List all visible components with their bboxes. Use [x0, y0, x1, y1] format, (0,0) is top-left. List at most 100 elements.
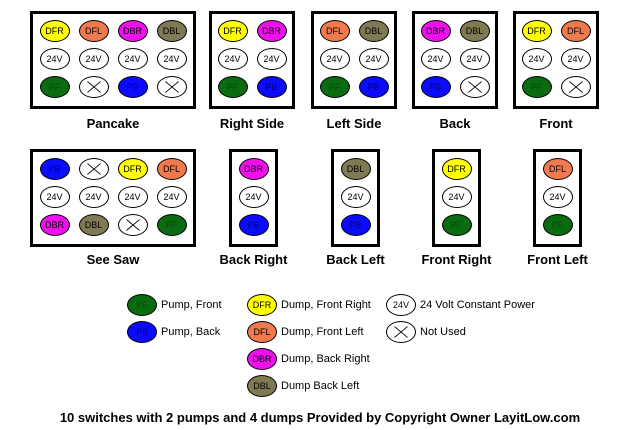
- switch-code: 24V: [326, 54, 343, 64]
- dfl-switch-icon: DFL: [560, 20, 591, 42]
- footer-credit: 10 switches with 2 pumps and 4 dumps Pro…: [59, 410, 581, 425]
- pf-switch-icon: PF: [441, 214, 472, 236]
- 24v-switch-icon: 24V: [441, 186, 472, 208]
- pb-switch-icon: PB: [358, 76, 389, 98]
- config-label: See Saw: [86, 252, 140, 267]
- pf-switch-icon: PF: [156, 214, 187, 236]
- 24v-switch-icon: 24V: [217, 48, 248, 70]
- switch-code: 24V: [245, 192, 262, 202]
- switch-code: 24V: [46, 54, 63, 64]
- dbl-switch-icon: DBL: [78, 214, 109, 236]
- legend-text: Dump Back Left: [281, 380, 360, 392]
- switch-code: PF: [328, 82, 341, 92]
- 24v-switch-icon: 24V: [358, 48, 389, 70]
- pf-switch-icon: PF: [217, 76, 248, 98]
- switch-code: DBR: [122, 26, 142, 36]
- config-label: Front Right: [421, 252, 492, 267]
- switch-code: 24V: [347, 192, 364, 202]
- switch-code: PB: [349, 220, 362, 230]
- switch-code: 24V: [448, 192, 465, 202]
- pf-switch-icon: PF: [542, 214, 573, 236]
- switch-code: 24V: [427, 54, 444, 64]
- 24v-switch-icon: 24V: [117, 186, 148, 208]
- switch-code: PB: [265, 82, 278, 92]
- dfr-switch-icon: DFR: [441, 158, 472, 180]
- config-box-back: DBR DBL 24V 24V PB: [412, 11, 498, 109]
- 24v-switch-icon: 24V: [256, 48, 287, 70]
- switch-code: 24V: [163, 192, 180, 202]
- config-label: Back Left: [326, 252, 385, 267]
- config-label: Back Right: [219, 252, 288, 267]
- not-used-icon: [117, 214, 148, 236]
- switch-code: DBR: [243, 164, 263, 174]
- switch-code: DBR: [44, 220, 64, 230]
- switch-code: 24V: [46, 192, 63, 202]
- 24v-switch-icon: 24V: [459, 48, 490, 70]
- pb-switch-icon: PB: [238, 214, 269, 236]
- legend-text: Dump, Front Left: [281, 326, 364, 338]
- dfl-switch-icon: DFL: [247, 321, 277, 343]
- switch-code: DBR: [252, 354, 272, 364]
- switch-code: DBL: [84, 220, 103, 230]
- dbr-switch-icon: DBR: [117, 20, 148, 42]
- 24v-switch-icon: 24V: [386, 294, 416, 316]
- switch-code: 24V: [224, 54, 241, 64]
- switch-code: PB: [135, 327, 148, 337]
- dbr-switch-icon: DBR: [256, 20, 287, 42]
- switch-code: DBR: [425, 26, 445, 36]
- switch-code: PB: [247, 220, 260, 230]
- switch-code: DFR: [45, 26, 64, 36]
- legend-text: Not Used: [420, 326, 466, 338]
- dfr-switch-icon: DFR: [521, 20, 552, 42]
- dfl-switch-icon: DFL: [156, 158, 187, 180]
- pb-switch-icon: PB: [127, 321, 157, 343]
- switch-code: PB: [48, 164, 61, 174]
- pb-switch-icon: PB: [340, 214, 371, 236]
- switch-code: DFL: [162, 164, 180, 174]
- switch-code: PB: [126, 82, 139, 92]
- switch-code: PF: [136, 300, 148, 310]
- dfr-switch-icon: DFR: [117, 158, 148, 180]
- dbr-switch-icon: DBR: [420, 20, 451, 42]
- 24v-switch-icon: 24V: [156, 48, 187, 70]
- 24v-switch-icon: 24V: [340, 186, 371, 208]
- pf-switch-icon: PF: [319, 76, 350, 98]
- switch-code: DFR: [223, 26, 242, 36]
- switch-code: DFR: [123, 164, 142, 174]
- switch-code: PF: [165, 220, 178, 230]
- switch-code: DFL: [566, 26, 584, 36]
- 24v-switch-icon: 24V: [542, 186, 573, 208]
- legend-text: 24 Volt Constant Power: [420, 299, 535, 311]
- 24v-switch-icon: 24V: [319, 48, 350, 70]
- 24v-switch-icon: 24V: [78, 186, 109, 208]
- switch-code: 24V: [392, 300, 409, 310]
- dbr-switch-icon: DBR: [39, 214, 70, 236]
- switch-code: 24V: [567, 54, 584, 64]
- config-label: Pancake: [86, 116, 140, 131]
- pb-switch-icon: PB: [39, 158, 70, 180]
- switch-code: PF: [226, 82, 239, 92]
- legend-item-24-volt-constant-power: 24V 24 Volt Constant Power: [386, 293, 535, 317]
- switch-code: DBR: [261, 26, 281, 36]
- switch-code: DBL: [465, 26, 484, 36]
- config-box-front-right: DFR 24V PF: [432, 149, 481, 247]
- switch-code: 24V: [263, 54, 280, 64]
- config-box-back-right: DBR 24V PB: [229, 149, 278, 247]
- dbl-switch-icon: DBL: [247, 375, 277, 397]
- switch-code: PB: [367, 82, 380, 92]
- not-used-icon: [78, 158, 109, 180]
- switch-code: 24V: [528, 54, 545, 64]
- switch-code: 24V: [124, 192, 141, 202]
- config-label: Back: [439, 116, 471, 131]
- switch-code: 24V: [549, 192, 566, 202]
- pf-switch-icon: PF: [127, 294, 157, 316]
- config-label: Right Side: [219, 116, 285, 131]
- switch-code: DBL: [253, 381, 271, 391]
- 24v-switch-icon: 24V: [39, 48, 70, 70]
- switch-code: 24V: [163, 54, 180, 64]
- pb-switch-icon: PB: [420, 76, 451, 98]
- 24v-switch-icon: 24V: [560, 48, 591, 70]
